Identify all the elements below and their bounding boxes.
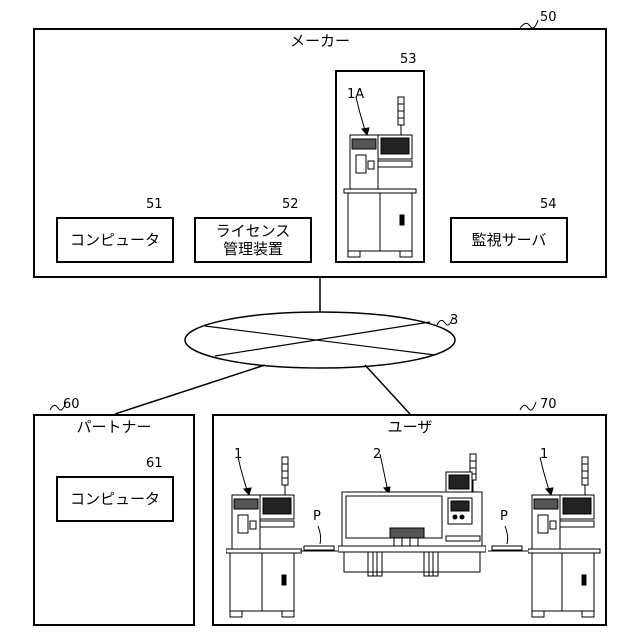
inspection-machine-1a — [342, 95, 418, 260]
network-partner-link — [115, 365, 265, 414]
computer-maker-box: コンピュータ — [56, 217, 174, 263]
inspection-machine-left — [226, 455, 302, 620]
computer-maker-ref: 51 — [146, 198, 163, 211]
ref-squiggle-70 — [520, 402, 536, 410]
maker-ref: 50 — [540, 11, 557, 24]
maker-title: メーカー — [290, 34, 350, 49]
network-user-link — [365, 365, 410, 414]
ref-squiggle-50 — [520, 20, 538, 28]
network-ellipse — [185, 312, 455, 368]
monitor-server-ref: 54 — [540, 198, 557, 211]
arrow-1a — [356, 97, 366, 133]
computer-partner-label: コンピュータ — [70, 490, 160, 508]
computer-partner-ref: 61 — [146, 457, 163, 470]
computer-maker-label: コンピュータ — [70, 231, 160, 249]
board-left-label: P — [313, 510, 321, 523]
computer-partner-box: コンピュータ — [56, 476, 174, 522]
user-title: ユーザ — [388, 420, 433, 435]
machine-53-ref: 53 — [400, 53, 417, 66]
monitor-server-label: 監視サーバ — [472, 231, 547, 249]
monitor-server-box: 監視サーバ — [450, 217, 568, 263]
network-ref: 3 — [450, 314, 458, 327]
component-mounter — [338, 452, 486, 578]
license-manager-ref: 52 — [282, 198, 299, 211]
inspection-machine-right — [528, 455, 604, 620]
network-cross-2 — [215, 322, 430, 356]
partner-title: パートナー — [76, 420, 151, 435]
user-ref: 70 — [540, 398, 557, 411]
license-manager-line2: 管理装置 — [223, 240, 283, 258]
license-manager-line1: ライセンス — [216, 222, 291, 240]
partner-ref: 60 — [63, 398, 80, 411]
license-manager-box: ライセンス 管理装置 — [194, 217, 312, 263]
board-right-label: P — [500, 510, 508, 523]
network-cross-1 — [205, 326, 435, 355]
